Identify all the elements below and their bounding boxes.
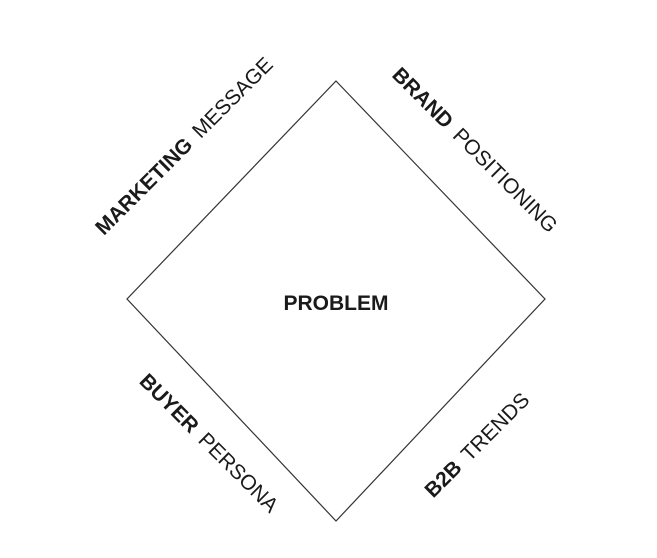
label-bottom-left-strong: BUYER [135, 369, 203, 437]
label-top-left-rest: MESSAGE [188, 53, 278, 143]
center-label: PROBLEM [284, 292, 389, 315]
label-bottom-left: BUYER PERSONA [135, 369, 283, 517]
label-bottom-right: B2B TRENDS [421, 389, 535, 503]
label-top-left-strong: MARKETING [91, 134, 197, 240]
label-top-left: MARKETING MESSAGE [91, 53, 278, 240]
label-top-right: BRAND POSITIONING [387, 63, 561, 237]
label-bottom-right-rest: TRENDS [457, 389, 534, 466]
label-top-right-strong: BRAND [387, 63, 457, 133]
label-top-right-rest: POSITIONING [448, 124, 562, 238]
label-bottom-right-strong: B2B [421, 456, 467, 502]
label-bottom-left-rest: PERSONA [194, 428, 283, 517]
diamond-shape [126, 80, 546, 522]
